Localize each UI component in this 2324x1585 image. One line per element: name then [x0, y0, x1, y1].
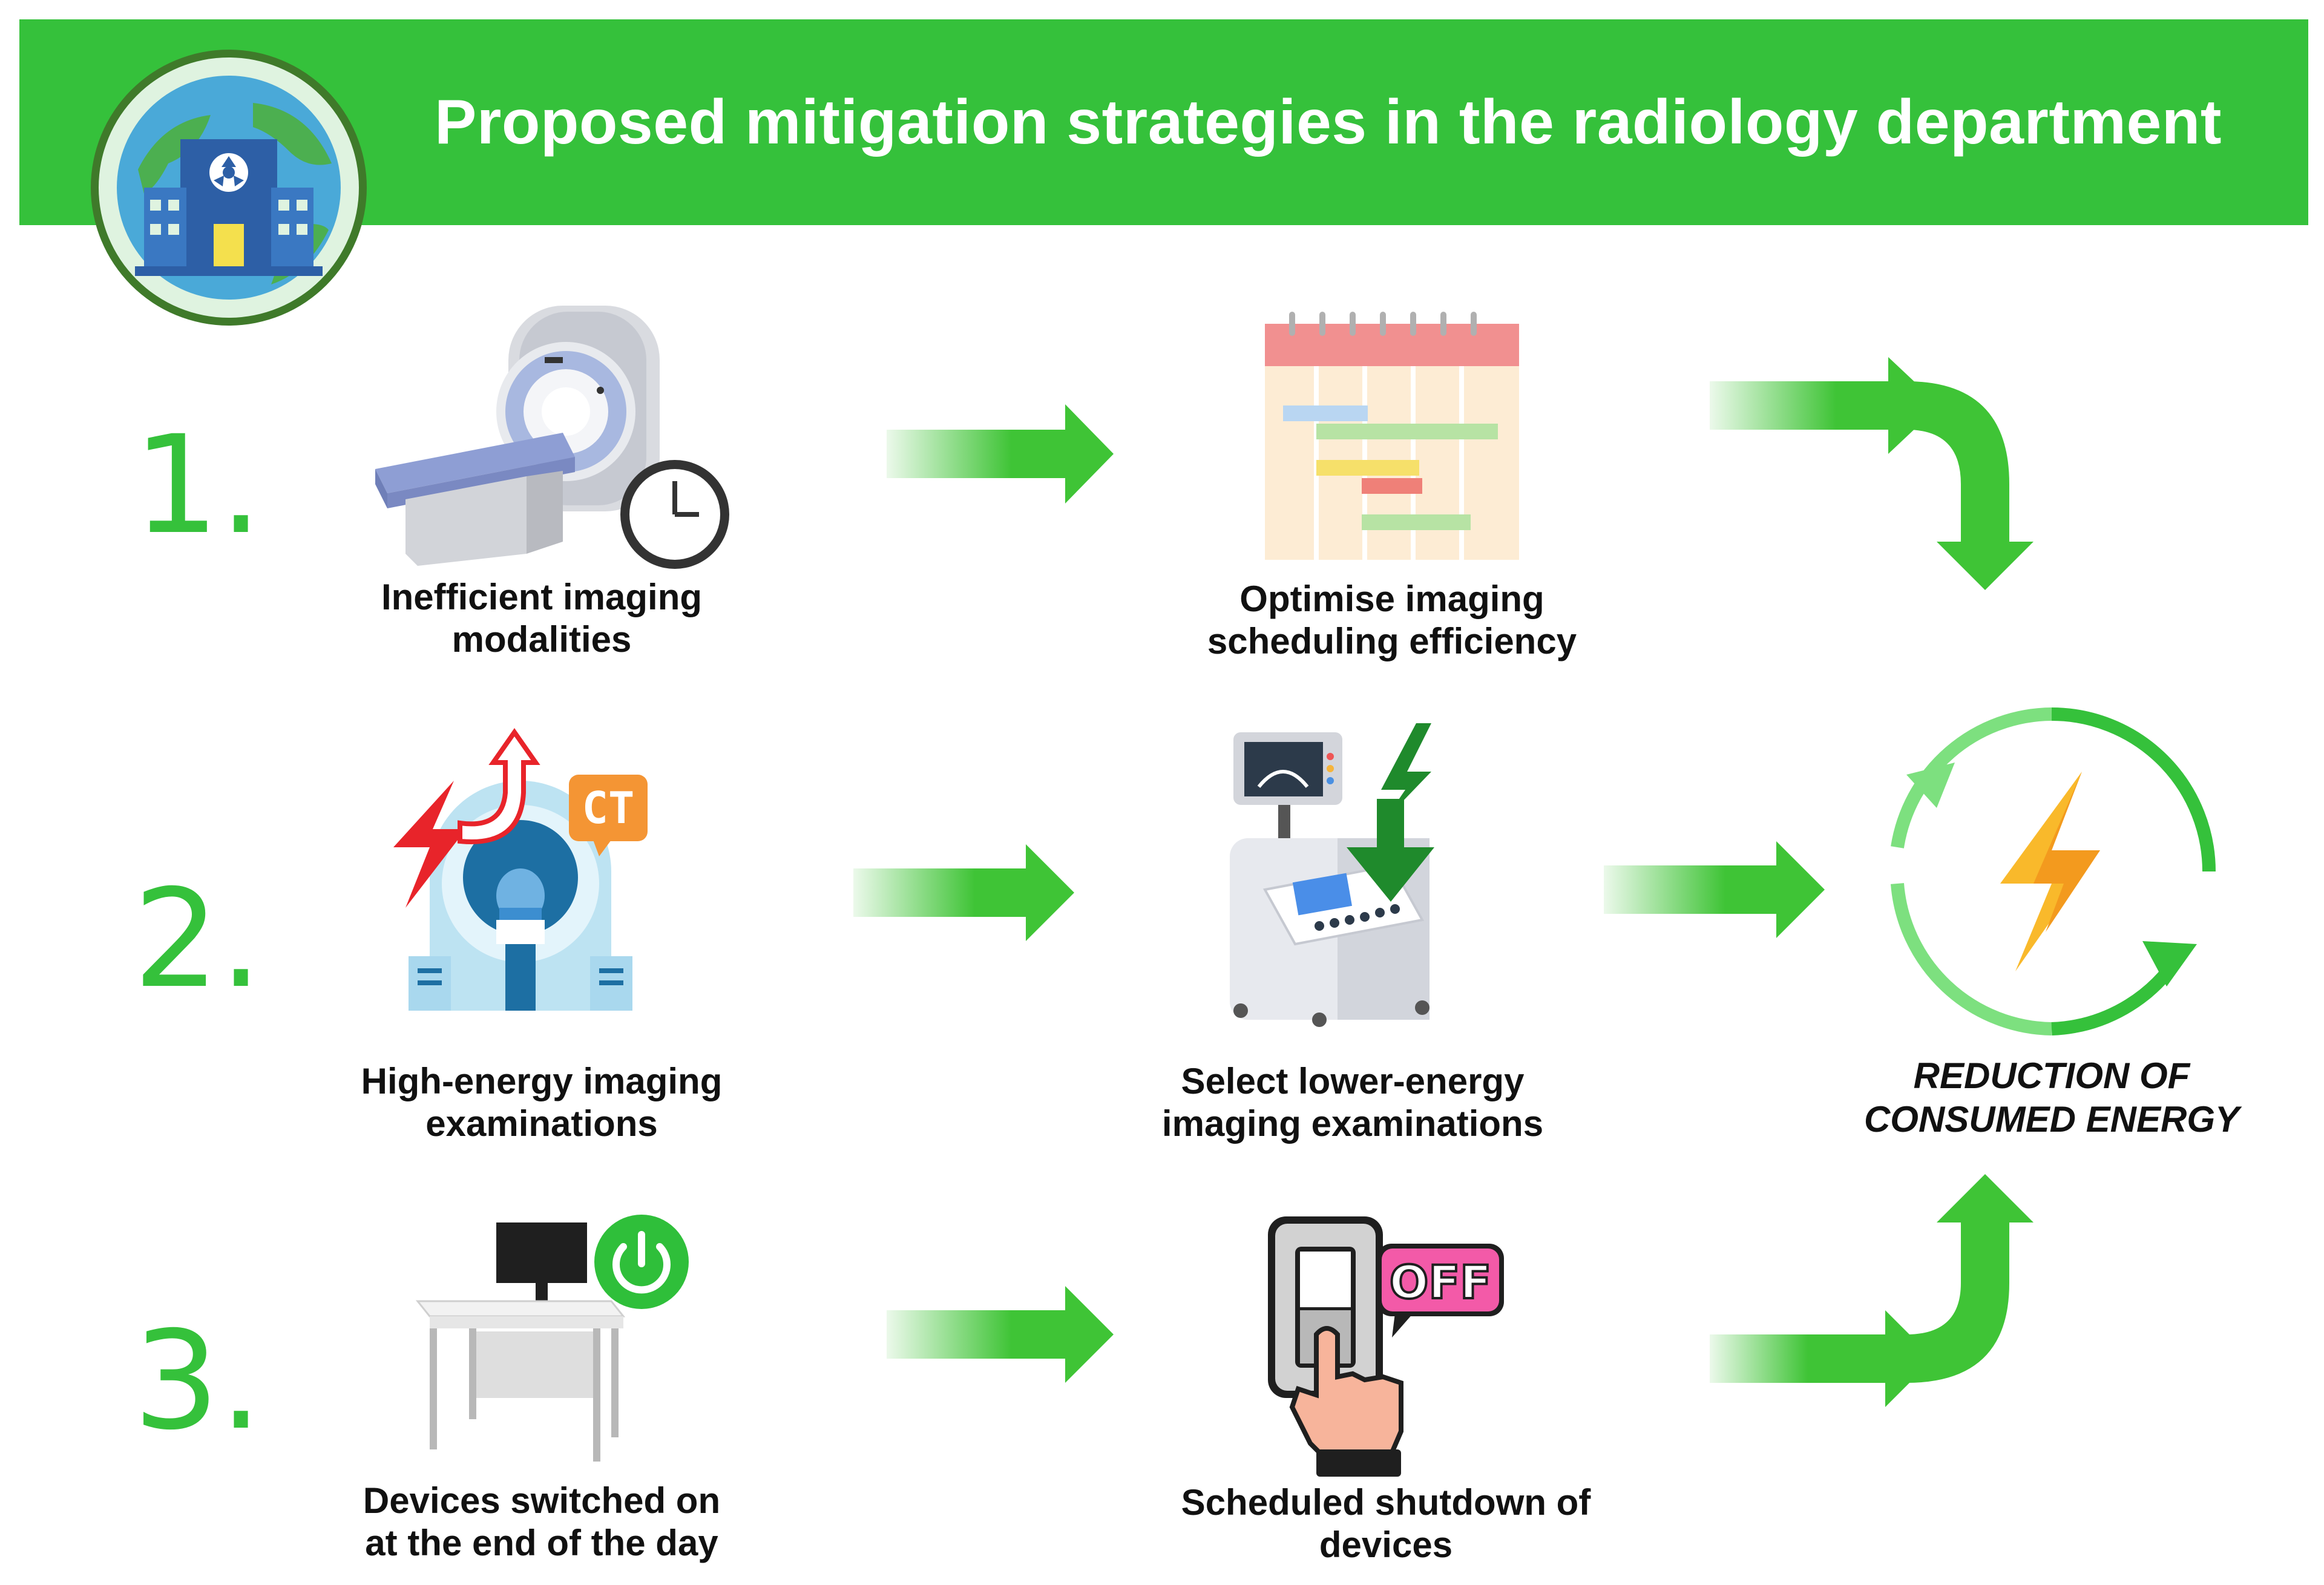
arrow-row3-shaft [1710, 1334, 1888, 1383]
step-number-3: 3. [133, 1302, 263, 1460]
result-label: REDUCTION OF CONSUMED ENERGY [1863, 1055, 2240, 1140]
arrow-row1-bend [1906, 381, 2009, 545]
step-number-1: 1. [133, 406, 263, 564]
solution-label-3: Scheduled shutdown of devices [1181, 1482, 1591, 1565]
header-banner [19, 19, 2308, 225]
problem-label-3: Devices switched on at the end of the da… [363, 1480, 721, 1563]
computer-power-icon [415, 1215, 689, 1462]
low-energy-ultrasound-icon [1230, 723, 1434, 1027]
off-badge-text: OFF [1390, 1255, 1491, 1309]
arrow-row2-right [853, 844, 1074, 941]
problem-label-2: High-energy imaging examinations [361, 1061, 723, 1144]
arrow-row1-right [887, 404, 1114, 504]
scheduling-calendar-icon [1265, 312, 1519, 560]
high-energy-ct-icon: CT [393, 728, 648, 1011]
hospital-globe-icon [91, 50, 367, 326]
ct-badge-text: CT [582, 783, 635, 833]
energy-reduction-cycle-icon [1891, 707, 2216, 1035]
arrow-row3-right [887, 1286, 1114, 1383]
arrow-row1-curve-down [1710, 357, 1940, 454]
arrow-row2-to-result [1604, 841, 1825, 938]
hospital-globe-logo [90, 48, 368, 327]
mri-scanner-clock-icon [375, 306, 729, 569]
solution-label-2: Select lower-energy imaging examinations [1161, 1061, 1544, 1144]
solution-label-1: Optimise imaging scheduling efficiency [1207, 579, 1577, 661]
arrow-row3-head-up [1937, 1174, 2034, 1222]
step-number-2: 2. [133, 860, 263, 1018]
page-title: Proposed mitigation strategies in the ra… [435, 87, 2222, 157]
problem-label-1: Inefficient imaging modalities [381, 577, 703, 660]
arrow-row1-head-down [1937, 542, 2034, 590]
off-switch-hand-icon: OFF [1268, 1216, 1504, 1477]
arrow-row3-bend [1906, 1219, 2009, 1383]
